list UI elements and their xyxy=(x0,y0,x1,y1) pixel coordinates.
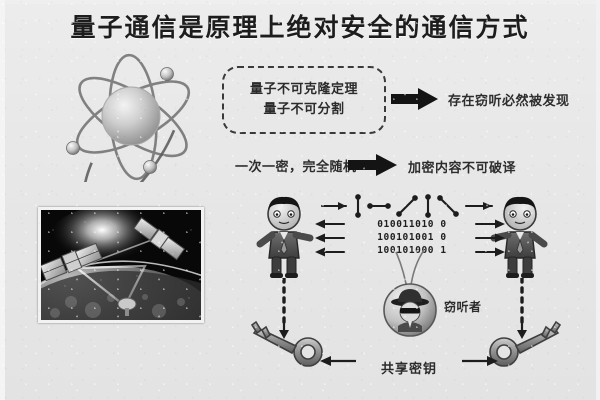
key-bit-row: 010011010 0 xyxy=(377,219,447,230)
quantum-principle-box: 量子不可克隆定理 量子不可分割 xyxy=(222,66,386,134)
principle-line-1: 量子不可克隆定理 xyxy=(249,81,358,97)
implication-result-1: 存在窃听必然被发现 xyxy=(448,94,570,109)
classical-channel-arrows-right xyxy=(475,219,505,257)
poster-right-edge xyxy=(596,0,600,400)
key-bit-row: 100101001 0 xyxy=(377,232,447,243)
bb84-scene: 010011010 0 100101001 0 100101000 1 xyxy=(222,190,596,395)
classical-channel-arrows-left xyxy=(315,219,345,257)
shared-key-arrow-left xyxy=(320,356,356,366)
shared-key-arrow-right xyxy=(462,356,498,366)
spy-icon xyxy=(383,283,437,337)
alice-down-arrow xyxy=(279,318,289,339)
key-bit-row: 100101000 1 xyxy=(377,245,447,256)
eavesdropper-label: 窃听者 xyxy=(444,300,482,314)
shared-key-label: 共享密钥 xyxy=(380,362,437,377)
eavesdropper-avatar xyxy=(382,282,438,338)
atom-illustration xyxy=(55,52,210,214)
atom-icon xyxy=(66,53,191,214)
key-bit-stream: 010011010 0 100101001 0 100101000 1 xyxy=(342,218,482,257)
photon-polarization-row xyxy=(320,194,498,218)
principle-line-2: 量子不可分割 xyxy=(263,102,345,117)
implication-arrow-1 xyxy=(391,88,439,114)
satellite-photo xyxy=(38,207,204,323)
satellite-photo-image xyxy=(41,210,201,320)
key-icon-left xyxy=(250,320,323,367)
implication-arrow-2 xyxy=(348,154,398,180)
key-icon-right xyxy=(489,320,562,367)
poster-top-edge xyxy=(0,0,600,4)
bob-down-arrow xyxy=(517,318,527,339)
poster-title: 量子通信是原理上绝对安全的通信方式 xyxy=(70,13,530,42)
poster-left-edge xyxy=(0,0,5,400)
alice-key xyxy=(242,320,328,368)
person-icon-alice xyxy=(256,196,314,278)
one-time-pad-label: 一次一密，完全随机 xyxy=(235,160,357,175)
polarization-symbols-icon xyxy=(320,194,494,218)
implication-result-2: 加密内容不可破译 xyxy=(408,161,517,176)
alice-figure xyxy=(252,194,316,280)
bob-key xyxy=(484,320,570,368)
